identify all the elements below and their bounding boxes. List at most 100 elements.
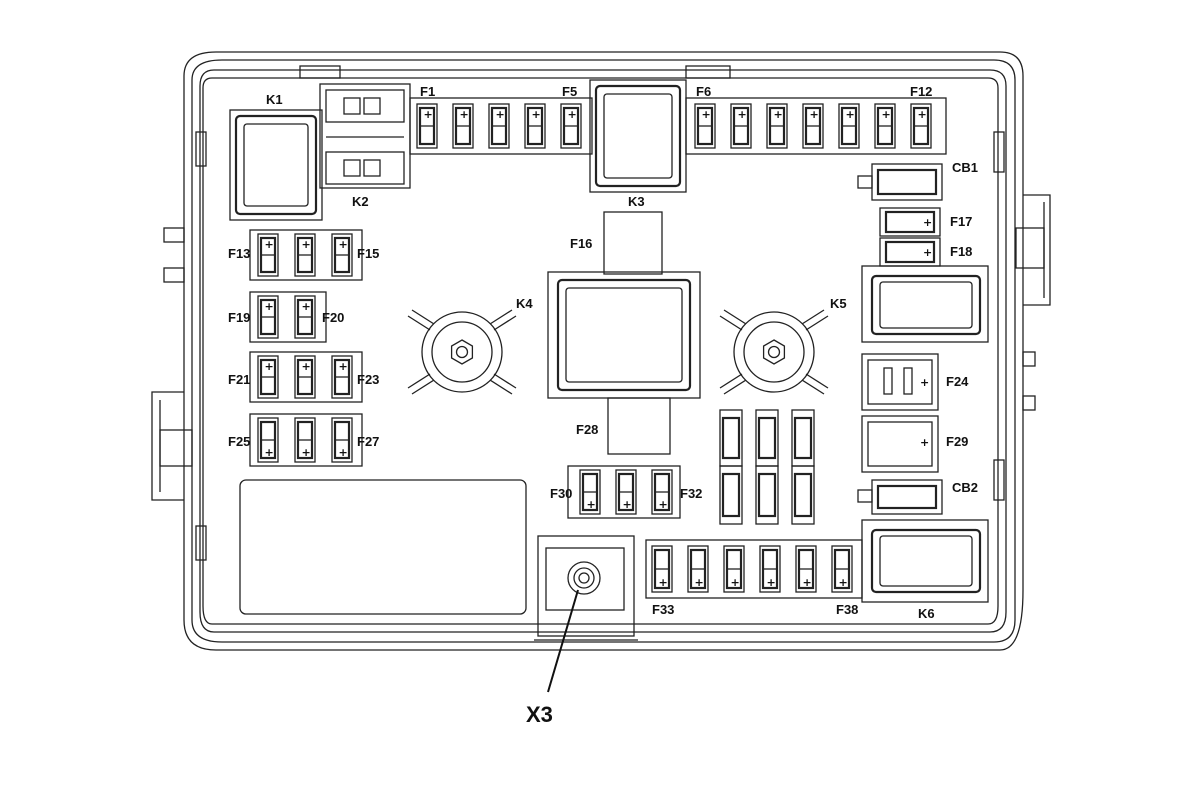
svg-text:+: + xyxy=(587,498,596,511)
fuse-f19-f20-2: + xyxy=(294,295,316,339)
fuse-f25-label: F25 xyxy=(228,434,250,449)
fuse-f30-f32-2: + xyxy=(615,469,637,515)
fuse-f27-label: F27 xyxy=(357,434,379,449)
fuse-rail-f13-f15 xyxy=(249,229,363,281)
relay-k1-label: K1 xyxy=(266,92,283,107)
vertical-fuse-layer xyxy=(719,409,815,525)
svg-text:+: + xyxy=(839,576,848,589)
fuse-f25-f27-1: + xyxy=(257,417,279,463)
label-area xyxy=(239,479,527,615)
svg-text:+: + xyxy=(695,576,704,589)
fuse-layer: + + + + + + + + + + + + + + + + + + + + + + + + + + + + + + + + xyxy=(257,103,932,593)
svg-text:+: + xyxy=(923,246,932,259)
fuse-f6-f12-1: + xyxy=(694,103,716,149)
fuse-f16 xyxy=(603,211,663,275)
fuse-rail-f25-f27 xyxy=(249,413,363,467)
fuse-f30-label: F30 xyxy=(550,486,572,501)
fuse-f13-f15-3: + xyxy=(331,233,353,277)
fuse-f1-label: F1 xyxy=(420,84,435,99)
fuse-f33-f38-4: + xyxy=(759,545,781,593)
fuse-f19-f20-1: + xyxy=(257,295,279,339)
fuse-f33-f38-3: + xyxy=(723,545,745,593)
relay-k4-label: K4 xyxy=(516,296,533,311)
relay-k3-label: K3 xyxy=(628,194,645,209)
fuse-f33-f38-1: + xyxy=(651,545,673,593)
fuse-f6-f12-3: + xyxy=(766,103,788,149)
fuse-rail-f6-f12 xyxy=(685,97,947,155)
fuse-f21-f23-2: + xyxy=(294,355,316,399)
fuse-f30-f32-3: + xyxy=(651,469,673,515)
svg-text:+: + xyxy=(339,238,348,251)
vertical-fuse-2-1 xyxy=(755,409,779,467)
fuse-f21-f23-1: + xyxy=(257,355,279,399)
relay-k2-label: K2 xyxy=(352,194,369,209)
fuse-f15-label: F15 xyxy=(357,246,379,261)
relay-k4-stud xyxy=(407,309,517,395)
fuse-f24: + xyxy=(861,353,939,411)
fuse-f17: + xyxy=(879,207,941,237)
relay-k5-label: K5 xyxy=(830,296,847,311)
fuse-f1-f5-3: + xyxy=(488,103,510,149)
svg-text:+: + xyxy=(920,376,929,389)
svg-text:+: + xyxy=(265,360,274,373)
fuse-f6-f12-5: + xyxy=(838,103,860,149)
fuse-rail-f1-f5 xyxy=(409,97,593,155)
fuse-f18-label: F18 xyxy=(950,244,972,259)
fuse-f6-f12-2: + xyxy=(730,103,752,149)
vertical-fuse-2-2 xyxy=(755,465,779,525)
svg-text:+: + xyxy=(532,108,541,121)
fuse-f6-f12-7: + xyxy=(910,103,932,149)
relay-k5-stud xyxy=(719,309,829,395)
fuse-f1-f5-5: + xyxy=(560,103,582,149)
fuse-f13-f15-1: + xyxy=(257,233,279,277)
svg-text:+: + xyxy=(774,108,783,121)
vertical-fuse-3-1 xyxy=(791,409,815,467)
fuse-f28-label: F28 xyxy=(576,422,598,437)
fuse-f5-label: F5 xyxy=(562,84,577,99)
fuse-rail-f33-f38 xyxy=(645,539,863,599)
svg-text:+: + xyxy=(659,576,668,589)
fuse-f33-f38-2: + xyxy=(687,545,709,593)
svg-text:+: + xyxy=(882,108,891,121)
svg-text:+: + xyxy=(302,446,311,459)
relay-k1 xyxy=(229,109,323,221)
vertical-fuse-3-2 xyxy=(791,465,815,525)
svg-text:+: + xyxy=(302,360,311,373)
fuse-f19-label: F19 xyxy=(228,310,250,325)
breaker-cb2-label: CB2 xyxy=(952,480,978,495)
svg-text:+: + xyxy=(803,576,812,589)
vertical-fuse-1-2 xyxy=(719,465,743,525)
fuse-f33-f38-5: + xyxy=(795,545,817,593)
svg-text:+: + xyxy=(659,498,668,511)
fuse-f12-label: F12 xyxy=(910,84,932,99)
fuse-f23-label: F23 xyxy=(357,372,379,387)
svg-text:+: + xyxy=(918,108,927,121)
svg-text:+: + xyxy=(623,498,632,511)
breaker-cb1 xyxy=(857,163,943,201)
svg-text:+: + xyxy=(424,108,433,121)
housing xyxy=(151,51,1051,651)
fuse-f16-label: F16 xyxy=(570,236,592,251)
fuse-f6-f12-4: + xyxy=(802,103,824,149)
fuse-f17-label: F17 xyxy=(950,214,972,229)
breaker-cb2 xyxy=(857,479,943,515)
fuse-f24-label: F24 xyxy=(946,374,969,389)
svg-text:+: + xyxy=(738,108,747,121)
svg-text:+: + xyxy=(923,216,932,229)
svg-text:+: + xyxy=(568,108,577,121)
fuse-f13-label: F13 xyxy=(228,246,250,261)
svg-text:+: + xyxy=(302,300,311,313)
svg-text:+: + xyxy=(496,108,505,121)
fuse-f18: + xyxy=(879,237,941,267)
fuse-f20-label: F20 xyxy=(322,310,344,325)
fuse-rail-f30-f32 xyxy=(567,465,681,519)
fuse-f6-f12-6: + xyxy=(874,103,896,149)
svg-text:+: + xyxy=(920,436,929,449)
fuse-f29: + xyxy=(861,415,939,473)
svg-text:+: + xyxy=(265,300,274,313)
svg-text:+: + xyxy=(731,576,740,589)
fuse-f21-label: F21 xyxy=(228,372,250,387)
svg-text:+: + xyxy=(767,576,776,589)
fuse-f29-label: F29 xyxy=(946,434,968,449)
